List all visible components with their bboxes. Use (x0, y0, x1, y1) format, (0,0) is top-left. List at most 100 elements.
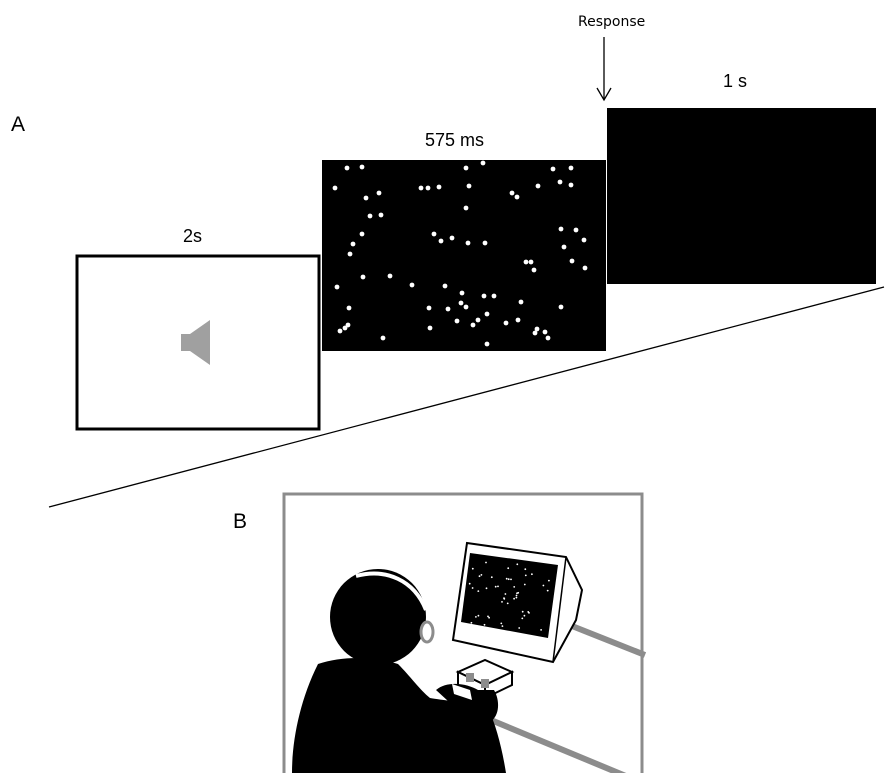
monitor-dot (540, 629, 542, 631)
monitor-dot (480, 574, 483, 576)
monitor-dot (483, 623, 486, 626)
stimulus-dot (445, 306, 451, 312)
stimulus-dot (465, 240, 471, 246)
stimulus-dot (484, 341, 490, 347)
stimulus-dot (481, 293, 487, 299)
panel-b-label: B (233, 510, 248, 533)
monitor (451, 541, 584, 664)
stimulus-dot (557, 179, 563, 185)
stimulus-dot (582, 265, 588, 271)
monitor-dot (485, 561, 487, 564)
stimulus-dot (480, 160, 486, 166)
monitor-dot (517, 591, 520, 594)
participant-head (330, 569, 426, 665)
headphone-earcup (419, 620, 435, 644)
monitor-dot (478, 575, 481, 578)
stimulus-dot (569, 258, 575, 264)
stimulus-dot (427, 325, 433, 331)
monitor-dot (521, 617, 524, 620)
response-arrow (596, 37, 612, 102)
stimulus-dot (503, 320, 509, 326)
monitor-dot (470, 621, 473, 624)
monitor-dot (540, 637, 543, 640)
stimulus-dot (454, 318, 460, 324)
stimulus-dot (436, 184, 442, 190)
monitor-dot (468, 582, 471, 585)
monitor-dot (490, 576, 493, 579)
response-button-right (481, 679, 489, 688)
stimulus-dot (515, 317, 521, 323)
monitor-dot (485, 587, 488, 590)
stimulus-dot (376, 190, 382, 196)
monitor-dot (542, 584, 545, 587)
monitor-dot (524, 568, 527, 571)
panel-a-label: A (11, 113, 26, 136)
monitor-dot (506, 602, 509, 605)
monitor-dots (468, 561, 550, 640)
stimulus-dot (359, 231, 365, 237)
monitor-dot (515, 596, 518, 599)
stimulus-dot (568, 165, 574, 171)
stimulus-dot (531, 267, 537, 273)
monitor-dot (487, 615, 489, 618)
monitor-dot (546, 589, 549, 592)
stimulus-dot (534, 326, 540, 332)
monitor-dot (477, 614, 480, 617)
stimulus-dot (573, 227, 579, 233)
monitor-dot (510, 578, 512, 581)
stimulus-dot (347, 251, 353, 257)
participant-hand (436, 683, 499, 722)
monitor-dot (501, 601, 503, 603)
random-dots (332, 160, 588, 347)
monitor-dot (523, 614, 526, 617)
stimulus-dot (458, 300, 464, 306)
stimulus-dot (363, 195, 369, 201)
duration-label-audio: 2s (183, 226, 203, 246)
stimulus-dot (449, 235, 455, 241)
monitor-dot (477, 630, 479, 633)
monitor-dot (515, 594, 518, 597)
monitor-dot (504, 593, 507, 595)
stimulus-dot (518, 299, 524, 305)
response-button-left (466, 673, 474, 682)
stimulus-dot (438, 238, 444, 244)
monitor-dot (488, 616, 490, 619)
stimulus-dot (535, 183, 541, 189)
monitor-dot (497, 585, 499, 588)
speaker-icon (181, 320, 210, 365)
monitor-dot (516, 563, 519, 566)
monitor-dot (533, 636, 536, 639)
monitor-dot (470, 625, 472, 628)
monitor-dot (505, 577, 508, 580)
stimulus-dot (425, 185, 431, 191)
stimulus-dot (342, 325, 348, 331)
stimulus-dot (431, 231, 437, 237)
stimulus-dot (334, 284, 340, 290)
monitor-dot (501, 625, 504, 627)
stimulus-dot (470, 322, 476, 328)
stimulus-dot (558, 226, 564, 232)
stimulus-dot (378, 212, 384, 218)
stimulus-dot (542, 329, 548, 335)
response-label: Response (578, 14, 646, 30)
stimulus-dot (332, 185, 338, 191)
duration-label-blank: 1 s (723, 71, 748, 91)
monitor-dot (507, 578, 510, 581)
stimulus-dot (346, 305, 352, 311)
monitor-screen (461, 553, 558, 638)
monitor-dot (470, 630, 473, 633)
stimulus-dot (367, 213, 373, 219)
monitor-dot (485, 629, 488, 632)
participant-sleeve (452, 684, 472, 700)
monitor-dot (524, 574, 527, 577)
monitor-dot (531, 573, 533, 576)
stimulus-dot (509, 190, 515, 196)
monitor-dot (507, 567, 510, 570)
stimulus-dot (484, 311, 490, 317)
monitor-dot (513, 586, 516, 588)
participant (292, 569, 506, 773)
screen-blank (607, 108, 876, 284)
monitor-dot (523, 583, 526, 586)
stimulus-dot (463, 304, 469, 310)
